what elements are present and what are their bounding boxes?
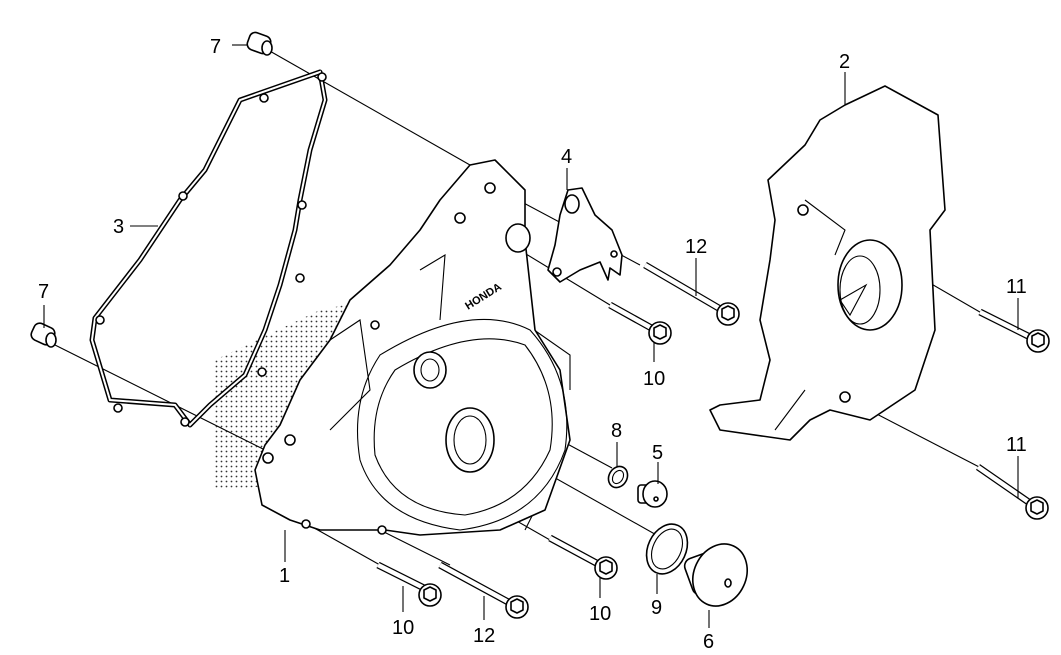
callout-11-lower: 11 — [1006, 434, 1027, 456]
callout-2: 2 — [839, 51, 850, 73]
large-o-ring-part[interactable] — [639, 517, 695, 580]
callout-10-middle: 10 — [589, 603, 611, 625]
callout-3: 3 — [113, 216, 124, 238]
callout-12-lower: 12 — [473, 625, 495, 647]
callout-4: 4 — [561, 146, 572, 168]
bolt-10-lower-left[interactable] — [376, 561, 442, 607]
bolt-10-middle[interactable] — [548, 534, 618, 580]
bracket-part[interactable] — [547, 187, 623, 283]
dowel-pin-upper[interactable] — [246, 31, 273, 56]
crankcase-cover-part[interactable]: HONDA — [254, 159, 571, 536]
callout-8: 8 — [611, 420, 622, 442]
bolt-12-right[interactable] — [643, 261, 740, 326]
bolt-11-lower[interactable] — [976, 464, 1049, 520]
callout-leaders — [43, 44, 1019, 628]
bolt-10-right[interactable] — [608, 301, 672, 345]
callout-labels: 7 7 3 2 4 12 10 11 11 8 5 9 6 10 10 12 1 — [38, 36, 1027, 653]
callout-7-lower: 7 — [38, 281, 49, 303]
timing-cap-part[interactable] — [637, 480, 668, 508]
callout-9: 9 — [651, 597, 662, 619]
callout-10-upper: 10 — [643, 368, 665, 390]
bolt-12-lower[interactable] — [438, 561, 529, 619]
crank-cap-part[interactable] — [682, 535, 757, 615]
callout-1: 1 — [279, 565, 290, 587]
callout-10-lower: 10 — [392, 617, 414, 639]
callout-6: 6 — [703, 631, 714, 653]
small-o-ring-part[interactable] — [605, 463, 632, 491]
dowel-pin-lower[interactable] — [29, 321, 57, 348]
callout-7-upper: 7 — [210, 36, 221, 58]
cover-guard-part[interactable] — [709, 85, 946, 441]
callout-5: 5 — [652, 442, 663, 464]
callout-11-upper: 11 — [1006, 276, 1027, 298]
gasket-part[interactable] — [89, 69, 328, 428]
callout-12-upper: 12 — [685, 236, 707, 258]
bolt-11-upper[interactable] — [978, 308, 1050, 353]
